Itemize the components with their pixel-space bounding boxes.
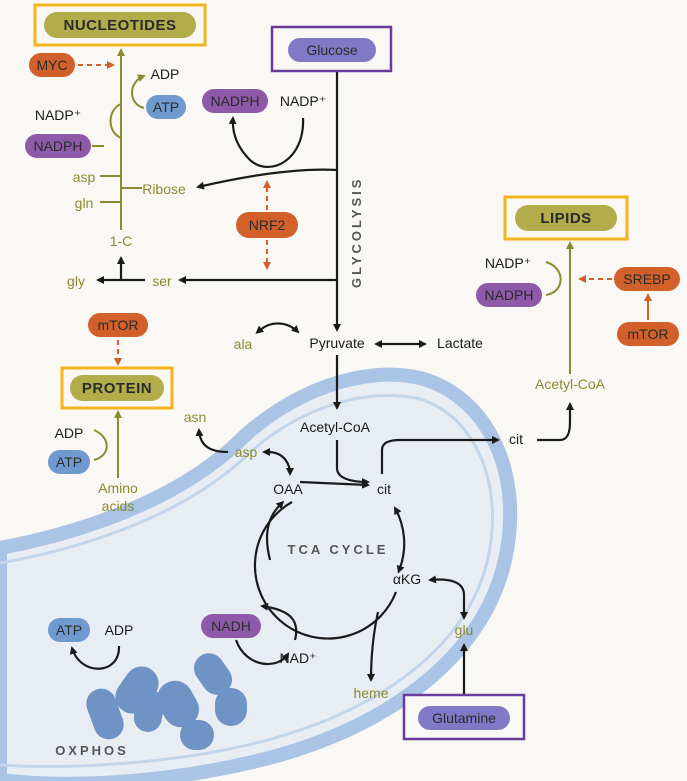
atp-protein-pill: ATP — [48, 450, 90, 474]
lipids-label: LIPIDS — [540, 210, 591, 227]
nadph-lipids-pill: NADPH — [476, 283, 542, 307]
nadp-ppp-text: NADP⁺ — [280, 93, 326, 109]
svg-text:ATP: ATP — [56, 454, 82, 470]
nucleotide-synthesis-arrows — [92, 48, 146, 230]
svg-text:mTOR: mTOR — [628, 326, 669, 342]
asp-mito-text: asp — [235, 444, 258, 460]
oaa-text: OAA — [273, 481, 303, 497]
amino-acids-text-1: Amino — [98, 480, 138, 496]
oxphos-complexes — [86, 653, 247, 750]
akg-text: αKG — [393, 571, 421, 587]
gln-nucleotides-text: gln — [75, 195, 94, 211]
atp-nucleotides-pill: ATP — [146, 95, 186, 119]
nadph-nucleotides-pill: NADPH — [25, 134, 91, 158]
nad-return-arrow — [260, 602, 298, 641]
svg-text:NADPH: NADPH — [210, 93, 259, 109]
svg-text:NADPH: NADPH — [33, 138, 82, 154]
svg-text:ATP: ATP — [56, 622, 82, 638]
svg-text:NADH: NADH — [211, 618, 251, 634]
protein-box: PROTEIN — [60, 366, 174, 410]
svg-text:mTOR: mTOR — [98, 317, 139, 333]
glycolysis-arrows — [178, 72, 427, 486]
lipid-synthesis-arrows — [545, 241, 574, 374]
glycolysis-label: GLYCOLYSIS — [349, 177, 364, 288]
gly-text: gly — [67, 273, 85, 289]
ribose-text: Ribose — [142, 181, 186, 197]
asn-text: asn — [184, 409, 207, 425]
protein-synthesis-arrows — [93, 410, 122, 478]
glu-text: glu — [455, 622, 474, 638]
adp-oxphos-text: ADP — [105, 622, 134, 638]
nadh-tca-pill: NADH — [201, 614, 261, 638]
glutamine-box: Glutamine — [402, 693, 526, 741]
acetyl-coa-mito-text: Acetyl-CoA — [300, 419, 371, 435]
heme-arrow — [367, 611, 380, 682]
adp-protein-text: ADP — [55, 425, 84, 441]
nadph-ppp-pill: NADPH — [202, 89, 268, 113]
asp-nucleotides-text: asp — [73, 169, 96, 185]
glutamine-label: Glutamine — [432, 710, 496, 726]
nucleotides-label: NUCLEOTIDES — [63, 17, 176, 34]
nrf2-pill: NRF2 — [236, 212, 298, 238]
nadp-nucleotides-text: NADP⁺ — [35, 107, 81, 123]
mtor-lipids-pill: mTOR — [617, 322, 679, 346]
ser-text: ser — [152, 273, 172, 289]
oxphos-atp-arrow — [69, 645, 121, 670]
glucose-box: Glucose — [270, 25, 393, 73]
atp-oxphos-pill: ATP — [48, 618, 90, 642]
srebp-pill: SREBP — [614, 267, 680, 291]
myc-pill: MYC — [29, 53, 75, 77]
cit-cyto-text: cit — [509, 431, 523, 447]
amino-acids-text-2: acids — [102, 498, 135, 514]
serine-arrows — [96, 256, 145, 284]
ppp-cofactor-arrows — [228, 116, 305, 169]
protein-label: PROTEIN — [82, 380, 152, 397]
mtor-protein-pill: mTOR — [88, 313, 148, 337]
svg-text:SREBP: SREBP — [623, 271, 670, 287]
acetyl-coa-lipid-text: Acetyl-CoA — [535, 376, 606, 392]
ala-text: ala — [234, 336, 253, 352]
aspartate-arrows — [195, 428, 294, 476]
lipids-box: LIPIDS — [503, 195, 629, 241]
pyruvate-text: Pyruvate — [309, 335, 364, 351]
tca-cycle-loop — [253, 480, 406, 640]
adp-nucleotides-text: ADP — [151, 66, 180, 82]
glutamine-arrows — [428, 575, 468, 694]
cit-mito-text: cit — [377, 481, 391, 497]
svg-text:NRF2: NRF2 — [249, 217, 286, 233]
lactate-text: Lactate — [437, 335, 483, 351]
oxphos-label: OXPHOS — [55, 743, 129, 758]
svg-text:NADPH: NADPH — [484, 287, 533, 303]
glucose-label: Glucose — [306, 42, 358, 58]
tca-cycle-label: TCA CYCLE — [288, 542, 389, 557]
one-carbon-text: 1-C — [110, 233, 133, 249]
nucleotides-box: NUCLEOTIDES — [33, 3, 207, 47]
nadp-lipids-text: NADP⁺ — [485, 255, 531, 271]
heme-text: heme — [353, 685, 388, 701]
citrate-export-arrows — [380, 402, 574, 474]
svg-text:ATP: ATP — [153, 99, 179, 115]
svg-text:MYC: MYC — [36, 57, 67, 73]
nadh-arrow — [234, 639, 290, 666]
